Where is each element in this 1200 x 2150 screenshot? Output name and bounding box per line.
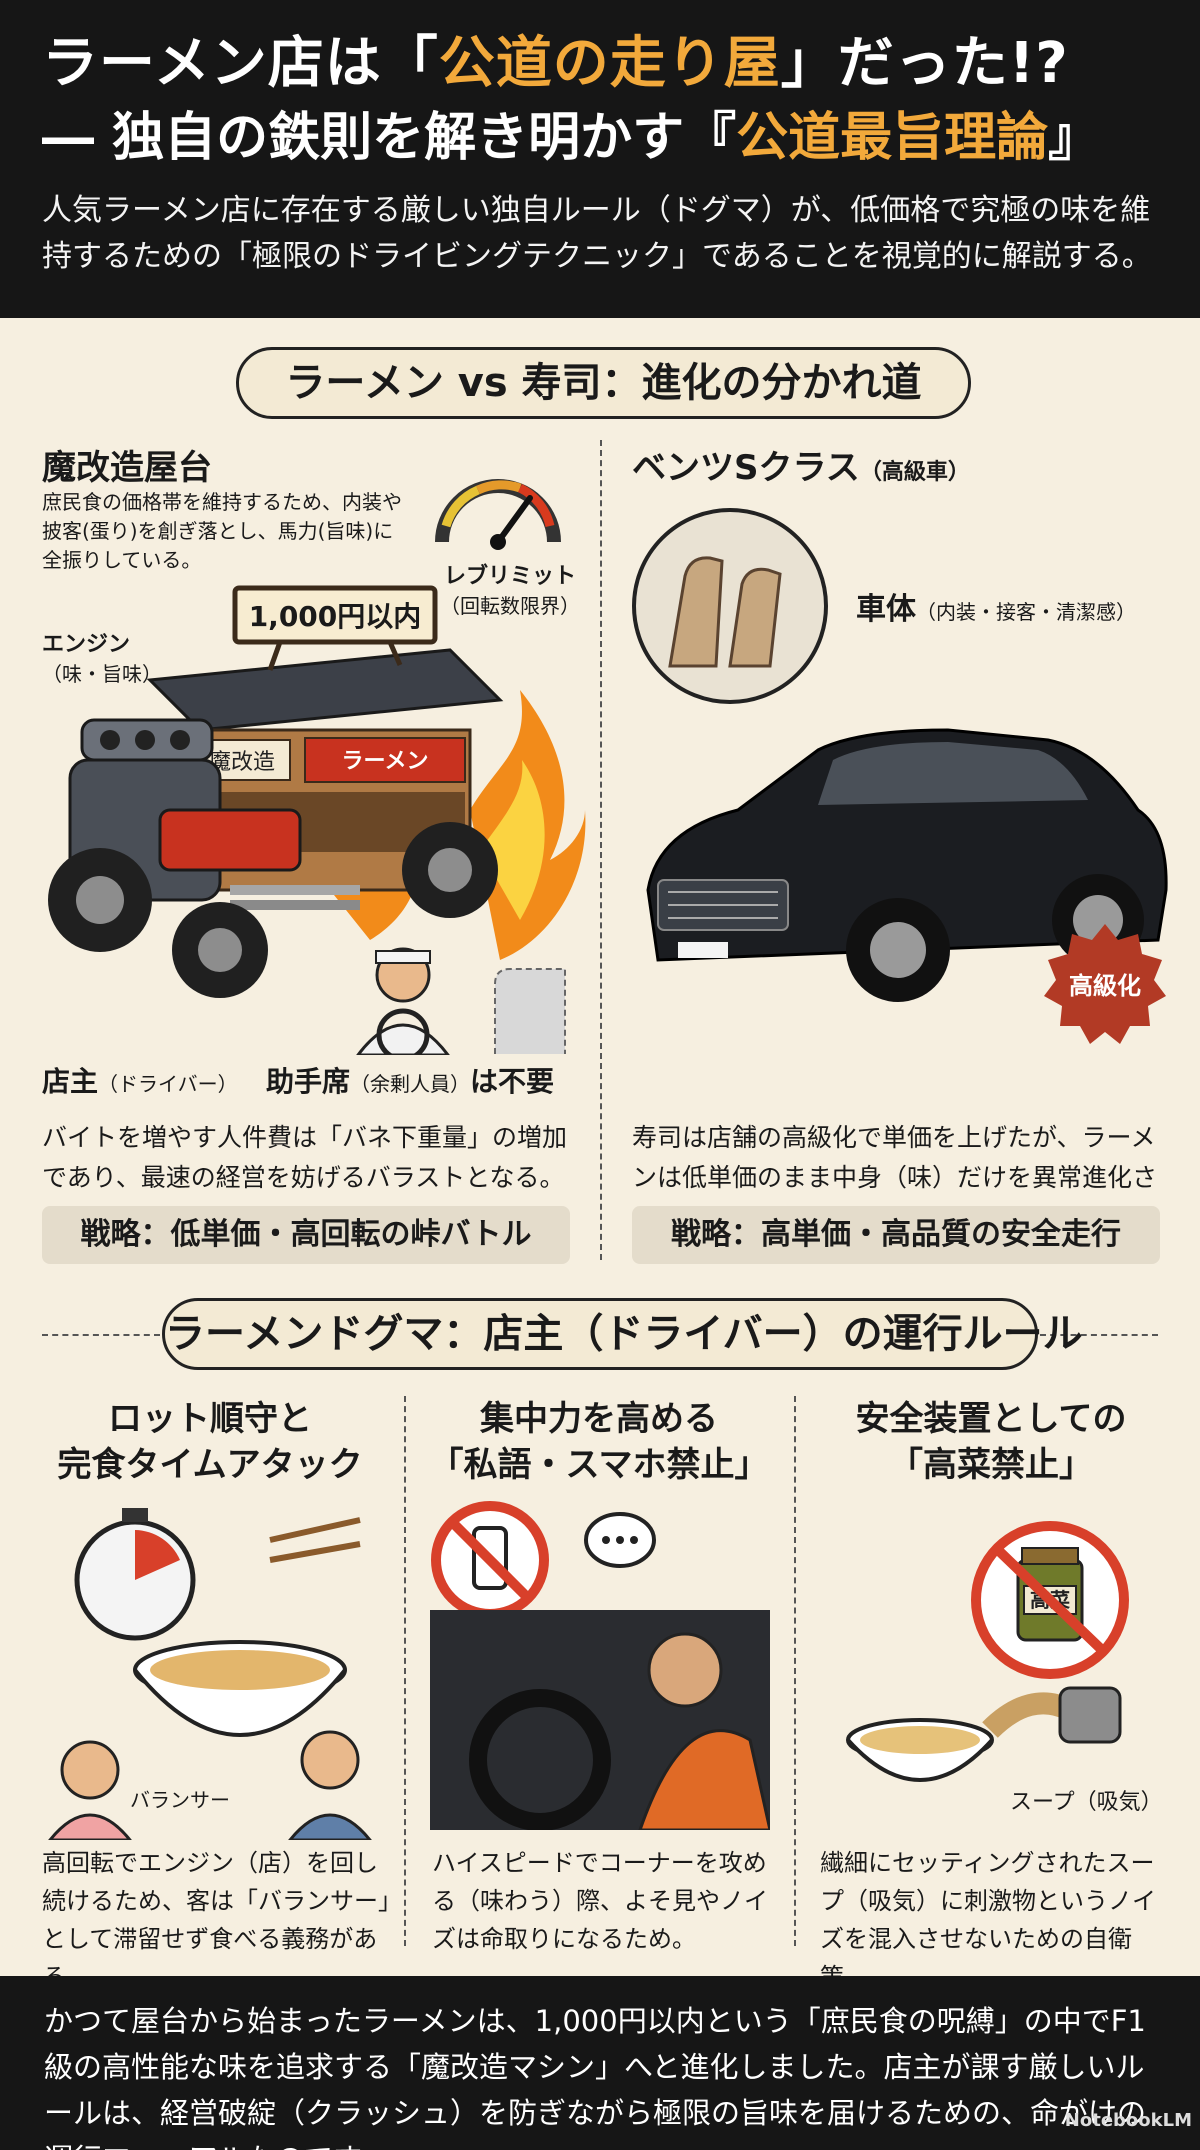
subtitle-highlight: 公道最旨理論	[736, 108, 1049, 168]
rule-divider-1	[404, 1396, 406, 1946]
rule-divider-2	[794, 1396, 796, 1946]
passenger-suffix: は不要	[470, 1065, 555, 1098]
sushi-title-sub: （高級車）	[859, 460, 970, 485]
owner-label: 店主（ドライバー）	[42, 1060, 238, 1100]
engine-text: エンジン	[42, 632, 131, 657]
passenger-text: 助手席	[266, 1065, 351, 1098]
rev-limit-text: レブリミット	[443, 564, 576, 589]
comparison-heading: ラーメン vs 寿司：進化の分かれ道	[236, 347, 971, 419]
sushi-body-label-text: 車体	[856, 592, 916, 627]
rule-1-text: 高回転でエンジン（店）を回し続けるため、客は「バランサー」として滞留せず食べる義…	[42, 1849, 390, 1991]
engine-label: エンジン （味・旨味）	[42, 626, 162, 687]
rule-2-text: ハイスピードでコーナーを攻める（味わう）際、よそ見やノイズは命取りになるため。	[432, 1849, 768, 1953]
rules-heading: ラーメンドグマ：店主（ドライバー）の運行ルール	[162, 1298, 1083, 1370]
column-divider	[600, 440, 602, 1260]
rule-2-illustration	[430, 1501, 770, 1830]
rules-divider-right	[1040, 1334, 1158, 1336]
ramen-body: バイトを増やす人件費は「バネ下重量」の増加であり、最速の経営を妨げるバラストとな…	[42, 1123, 568, 1192]
luxury-car-illustration	[646, 728, 1168, 1002]
rules-divider-left	[42, 1334, 160, 1336]
rule-2-title: 集中力を高める 「私語・スマホ禁止」	[429, 1399, 769, 1485]
title-part: ラーメン店は「	[42, 31, 439, 96]
passenger-sub: （余剰人員）	[350, 1072, 471, 1096]
price-sign: 1,000円以内	[249, 600, 422, 633]
rule-3-title: 安全装置としての 「高菜禁止」	[855, 1399, 1127, 1485]
header: ラーメン店は「公道の走り屋」だった!? ― 独自の鉄則を解き明かす『公道最旨理論…	[0, 0, 1200, 318]
rule-1-illustration	[48, 1508, 372, 1840]
luxury-badge-text: 高級化	[1069, 972, 1141, 1000]
owner-text: 店主	[42, 1065, 99, 1098]
rule-3-illustration: 高菜	[846, 1521, 1129, 1782]
passenger-label: 助手席（余剰人員）は不要	[266, 1060, 554, 1100]
car-interior-icon	[632, 508, 828, 704]
title-highlight: 公道の走り屋	[438, 31, 781, 96]
footer: かつて屋台から始まったラーメンは、1,000円以内という「庶民食の呪縛」の中でF…	[0, 1976, 1200, 2150]
footer-text: かつて屋台から始まったラーメンは、1,000円以内という「庶民食の呪縛」の中でF…	[44, 2004, 1147, 2150]
lead-text: 人気ラーメン店に存在する厳しい独自ルール（ドグマ）が、低価格で究極の味を維持する…	[42, 193, 1152, 274]
sushi-title: ベンツSクラス（高級車）	[632, 440, 970, 489]
sushi-strategy: 戦略：高単価・高品質の安全走行	[632, 1206, 1160, 1264]
brand-logo: NotebookLM	[1064, 2110, 1192, 2131]
driver-icon	[356, 947, 450, 1055]
rev-limit-sub: （回転数限界）	[440, 594, 580, 618]
title-part: 」だった!?	[780, 31, 1069, 96]
ramen-strategy: 戦略：低単価・高回転の峠バトル	[42, 1206, 570, 1264]
soup-label: スープ（吸気）	[1010, 1790, 1163, 1815]
balancer-label: バランサー	[130, 1788, 230, 1812]
ramen-title: 魔改造屋台	[42, 448, 212, 488]
subtitle-part: ― 独自の鉄則を解き明かす『	[42, 108, 737, 168]
rule-1-title: ロット順守と 完食タイムアタック	[57, 1399, 363, 1485]
ramen-stall-illustration: 1,000円以内 魔改造 ラーメン	[48, 585, 586, 998]
stall-banner: ラーメン	[341, 749, 428, 774]
main-title: ラーメン店は「公道の走り屋」だった!?	[42, 26, 1160, 102]
sushi-body-label-sub: （内装・接客・清潔感）	[916, 600, 1136, 624]
empty-seat-icon	[494, 968, 566, 1054]
engine-sub: （味・旨味）	[42, 662, 162, 686]
subtitle-part: 』	[1048, 108, 1101, 168]
ramen-desc: 庶民食の価格帯を維持するため、内装や披客(蛋り)を創ぎ落とし、馬力(旨味)に全振…	[42, 490, 402, 572]
rev-limit-label: レブリミット （回転数限界）	[440, 558, 580, 619]
luxury-badge: 高級化	[1044, 924, 1166, 1044]
rule-3-text: 繊細にセッティングされたスープ（吸気）に刺激物というノイズを混入させないための自…	[820, 1849, 1156, 1991]
rev-meter-icon	[435, 479, 561, 550]
sushi-body-label: 車体（内装・接客・清潔感）	[856, 584, 1136, 628]
sushi-title-text: ベンツSクラス	[632, 448, 860, 488]
owner-sub: （ドライバー）	[98, 1072, 238, 1096]
subtitle: ― 独自の鉄則を解き明かす『公道最旨理論』	[42, 102, 1160, 174]
